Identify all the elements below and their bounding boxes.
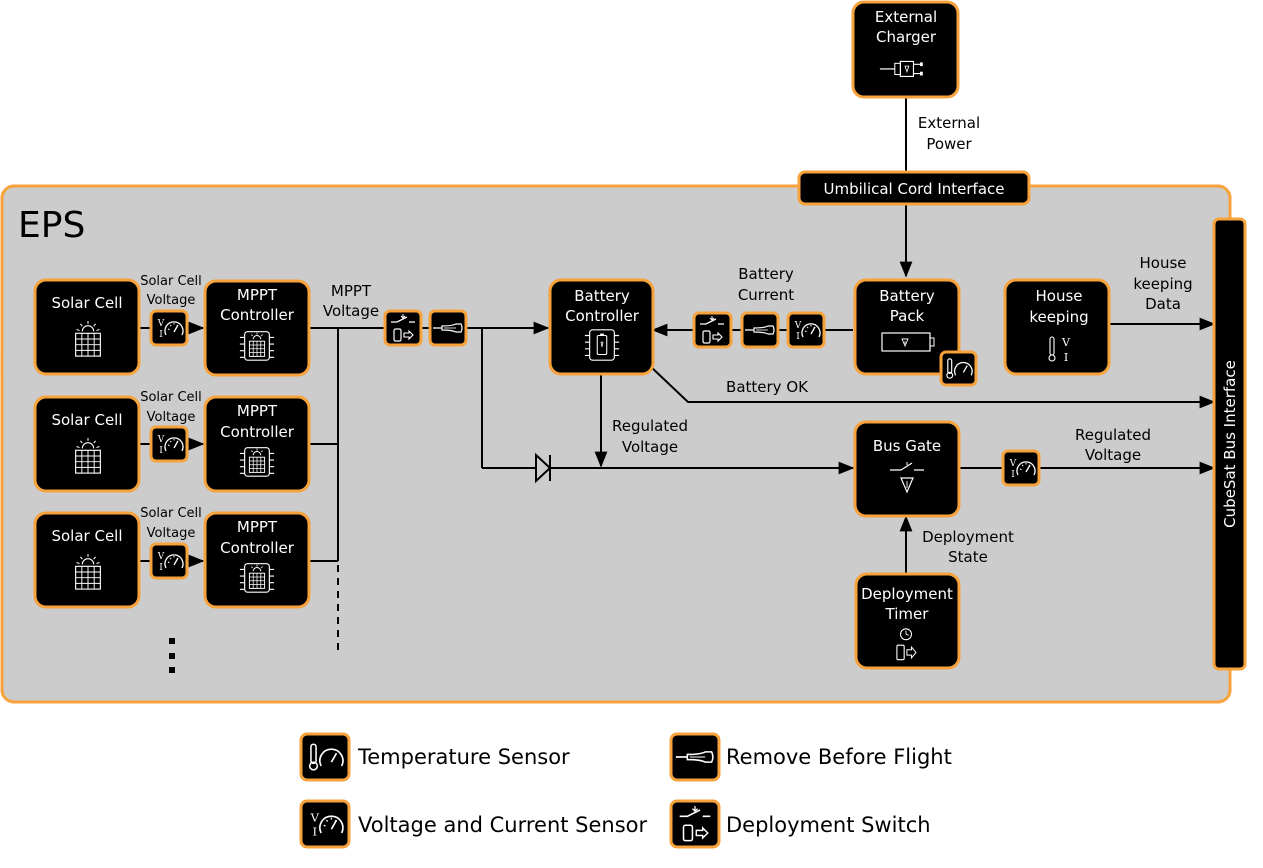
solar-cell-2-label: Solar Cell xyxy=(51,411,122,429)
bus-gate[interactable]: Bus Gate xyxy=(853,420,961,518)
svg-text:V: V xyxy=(1061,336,1071,349)
legend-voltage-current-sensor: Voltage and Current Sensor xyxy=(299,799,648,849)
solar-voltage-3-label-2: Voltage xyxy=(147,526,196,541)
legend-temperature-sensor: Temperature Sensor xyxy=(299,732,570,782)
mppt-voltage-label-2: Voltage xyxy=(323,302,379,320)
deployment-state-label-1: Deployment xyxy=(922,528,1014,546)
regulated-voltage-1-label-1: Regulated xyxy=(612,417,688,435)
remove-before-flight-1[interactable] xyxy=(428,309,468,347)
solar-voltage-1-label-2: Voltage xyxy=(147,293,196,308)
legend-remove-before-flight-label: Remove Before Flight xyxy=(726,745,952,769)
legend-deployment-switch-label: Deployment Switch xyxy=(726,813,931,837)
solar-cell-3-label: Solar Cell xyxy=(51,527,122,545)
mppt-2-label-2: Controller xyxy=(220,423,295,441)
housekeeping-data-label-1: House xyxy=(1139,254,1186,272)
battery-pack-label-1: Battery xyxy=(879,287,935,305)
solar-voltage-1-label-1: Solar Cell xyxy=(140,274,202,289)
vi-sensor-1[interactable] xyxy=(149,309,189,347)
vi-sensor-bus[interactable] xyxy=(1001,449,1041,487)
deployment-state-label-2: State xyxy=(948,548,988,566)
bus-gate-label: Bus Gate xyxy=(873,437,941,455)
solar-voltage-2-label-1: Solar Cell xyxy=(140,390,202,405)
housekeeping-label-1: House xyxy=(1035,287,1082,305)
battery-ok-label: Battery OK xyxy=(726,378,809,396)
mppt-3-label-1: MPPT xyxy=(237,518,278,536)
regulated-voltage-1-label-2: Voltage xyxy=(622,438,678,456)
deployment-timer[interactable]: Deployment Timer xyxy=(854,572,961,670)
more-solar-cells-ellipsis xyxy=(169,638,175,673)
mppt-2-label-1: MPPT xyxy=(237,402,278,420)
legend-deployment-switch: Deployment Switch xyxy=(669,799,931,849)
solar-cell-1[interactable]: Solar Cell xyxy=(33,278,141,376)
external-power-label-2: Power xyxy=(926,135,972,153)
battery-pack[interactable]: Battery Pack xyxy=(853,278,961,376)
mppt-1-label-2: Controller xyxy=(220,306,295,324)
thermometer-vi-icon: V I xyxy=(1048,336,1071,364)
vi-sensor-battery[interactable] xyxy=(786,311,826,349)
battery-current-label-2: Current xyxy=(738,286,794,304)
solar-cell-2[interactable]: Solar Cell xyxy=(33,395,141,493)
housekeeping-label-2: keeping xyxy=(1029,308,1088,326)
vi-sensor-2[interactable] xyxy=(149,425,189,463)
mppt-controller-3[interactable]: MPPT Controller xyxy=(203,511,311,609)
deployment-switch-2[interactable] xyxy=(692,311,733,349)
regulated-voltage-2-label-2: Voltage xyxy=(1085,446,1141,464)
solar-voltage-3-label-1: Solar Cell xyxy=(140,506,202,521)
battery-controller-label-1: Battery xyxy=(574,287,630,305)
temp-sensor-battery[interactable] xyxy=(939,350,978,387)
external-charger-node[interactable]: External Charger xyxy=(851,0,960,99)
battery-pack-label-2: Pack xyxy=(890,307,925,325)
solar-voltage-2-label-2: Voltage xyxy=(147,410,196,425)
diode xyxy=(535,452,552,484)
external-charger-label-2: Charger xyxy=(876,28,937,46)
mppt-voltage-label-1: MPPT xyxy=(331,282,372,300)
cubesat-bus-label: CubeSat Bus Interface xyxy=(1221,360,1239,528)
mppt-controller-1[interactable]: MPPT Controller xyxy=(203,279,311,377)
deployment-switch-1[interactable] xyxy=(383,309,423,347)
battery-controller-label-2: Controller xyxy=(565,307,640,325)
solar-cell-3[interactable]: Solar Cell xyxy=(33,511,141,609)
legend-remove-before-flight: Remove Before Flight xyxy=(669,732,952,782)
mppt-controller-2[interactable]: MPPT Controller xyxy=(203,395,311,493)
cubesat-bus-interface[interactable]: CubeSat Bus Interface xyxy=(1212,217,1247,671)
housekeeping-data-label-3: Data xyxy=(1145,295,1181,313)
remove-before-flight-2[interactable] xyxy=(740,311,780,349)
mppt-1-label-1: MPPT xyxy=(237,286,278,304)
legend-voltage-current-sensor-label: Voltage and Current Sensor xyxy=(358,813,648,837)
deployment-timer-label-1: Deployment xyxy=(861,585,953,603)
external-power-label-1: External xyxy=(918,114,980,132)
housekeeping[interactable]: House keeping V I xyxy=(1003,278,1111,376)
deployment-timer-label-2: Timer xyxy=(885,605,930,623)
solar-cell-1-label: Solar Cell xyxy=(51,294,122,312)
regulated-voltage-2-label-1: Regulated xyxy=(1075,426,1151,444)
mppt-3-label-2: Controller xyxy=(220,539,295,557)
legend-temperature-sensor-label: Temperature Sensor xyxy=(357,745,570,769)
umbilical-label: Umbilical Cord Interface xyxy=(824,180,1005,198)
eps-title: EPS xyxy=(18,205,85,246)
legend: Temperature Sensor Remove Before Flight … xyxy=(299,732,952,849)
battery-current-label-1: Battery xyxy=(738,265,794,283)
vi-sensor-3[interactable] xyxy=(149,542,189,580)
housekeeping-data-label-2: keeping xyxy=(1133,275,1192,293)
wires xyxy=(139,97,1216,656)
svg-text:I: I xyxy=(1064,351,1068,364)
battery-controller[interactable]: Battery Controller xyxy=(548,278,655,376)
external-charger-label-1: External xyxy=(875,8,937,26)
umbilical-cord-interface[interactable]: Umbilical Cord Interface xyxy=(797,170,1031,206)
